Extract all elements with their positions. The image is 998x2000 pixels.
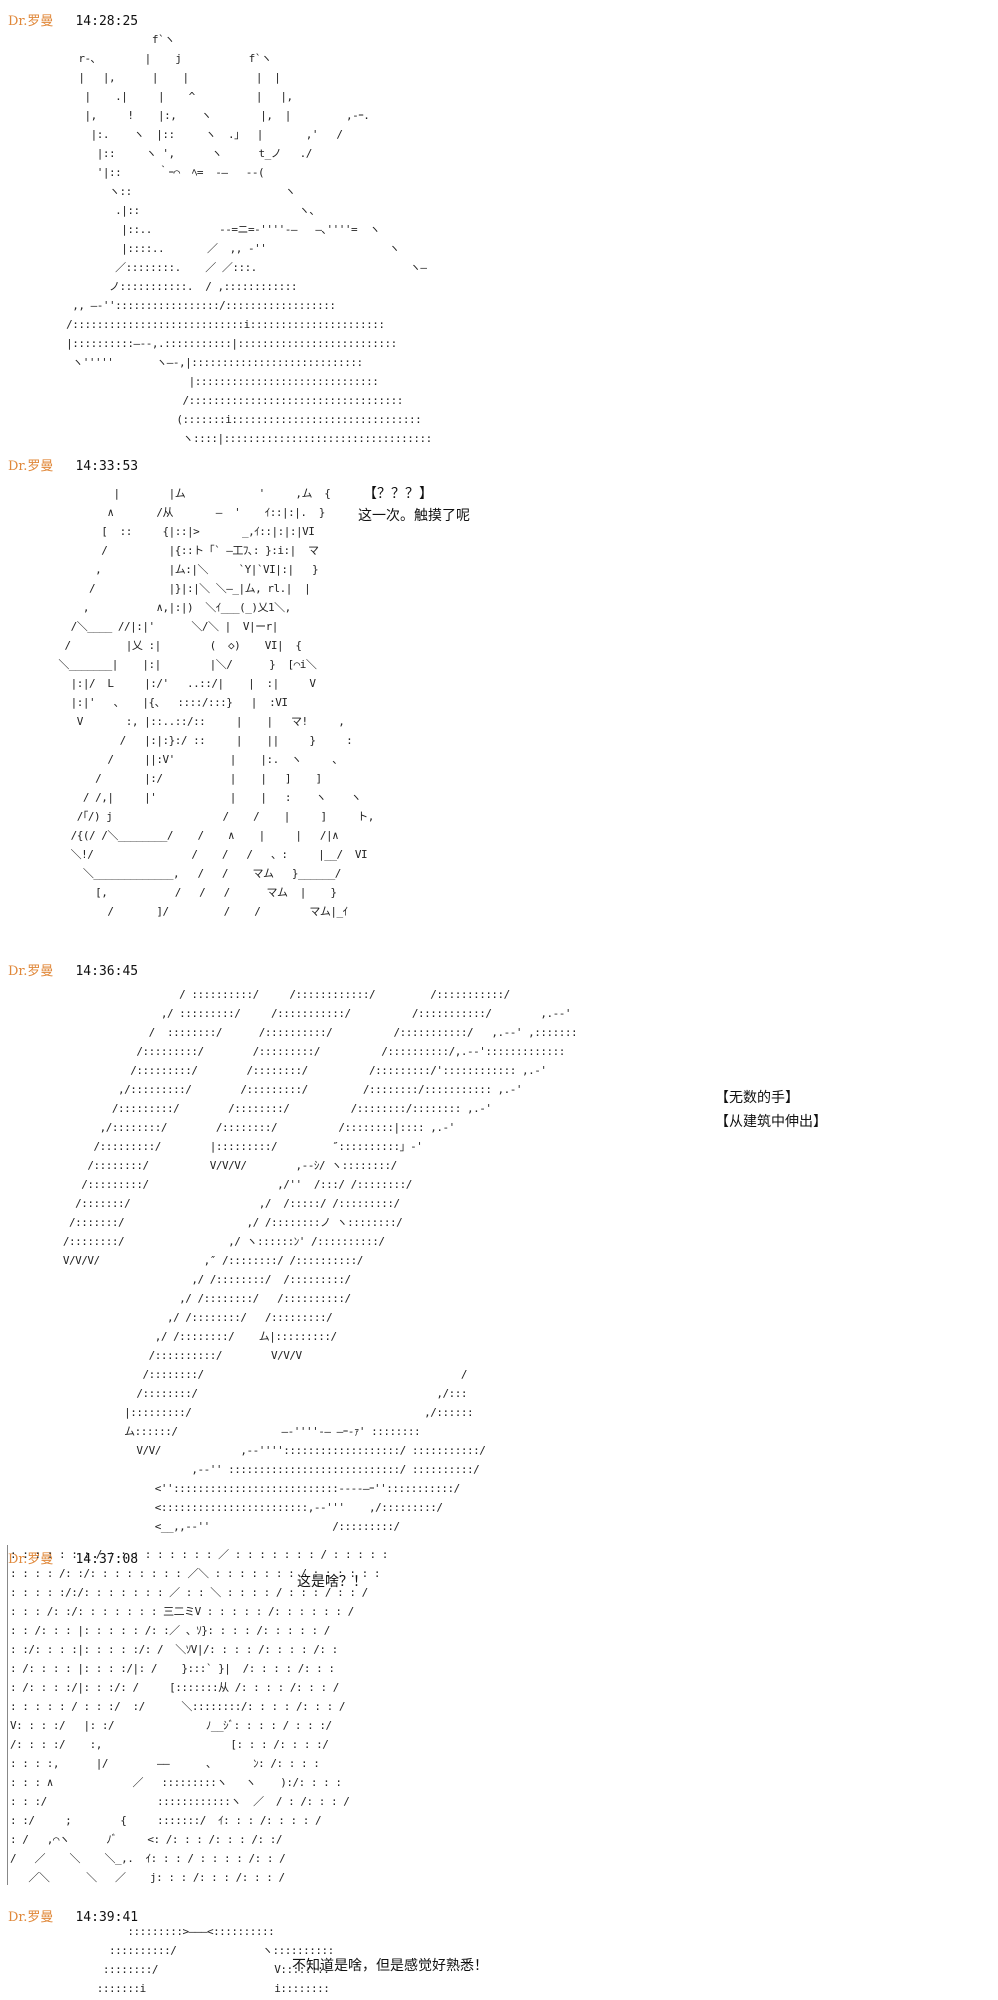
post-header: Dr.罗曼 14:37:08 — [8, 1548, 138, 1567]
ascii-art-hand: f`ヽ r‐､ | j f`ヽ | |, | | | | | .| | ^ | … — [66, 33, 432, 445]
ascii-art-scene: : : : : : : : / : : : : : : : : : ／ : : … — [10, 1548, 388, 1884]
caption-line: 这一次。触摸了呢 — [358, 508, 470, 524]
timestamp: 14:39:41 — [75, 1910, 139, 1925]
ascii-art-arch: :::::::::>―――<:::::::::: ::::::::::/ ヽ::… — [96, 1925, 335, 1995]
caption-line: 不知道是啥，但是感觉好熟悉！ — [292, 1958, 488, 1974]
post-header: Dr.罗曼 14:39:41 — [8, 1906, 138, 1925]
post-header: Dr.罗曼 14:36:45 — [8, 960, 138, 979]
timestamp: 14:36:45 — [75, 964, 139, 979]
author-name[interactable]: Dr.罗曼 — [8, 459, 54, 474]
author-name[interactable]: Dr.罗曼 — [8, 14, 54, 29]
author-name[interactable]: Dr.罗曼 — [8, 1910, 54, 1925]
caption-label: 【？？？】 — [363, 486, 433, 502]
ascii-art-figure: | |ム ' ,ム { ∧ /从 ― ' ｲ::|:|. } [ :: {|::… — [58, 487, 374, 918]
author-name[interactable]: Dr.罗曼 — [8, 1552, 54, 1567]
post-header: Dr.罗曼 14:33:53 — [8, 455, 138, 474]
timestamp: 14:37:08 — [75, 1552, 139, 1567]
timestamp: 14:28:25 — [75, 14, 139, 29]
caption-line: 这是啥？！ — [297, 1574, 367, 1590]
post-header: Dr.罗曼 14:28:25 — [8, 10, 138, 29]
caption-label: 【从建筑中伸出】 — [715, 1114, 827, 1130]
author-name[interactable]: Dr.罗曼 — [8, 964, 54, 979]
art-frame-line — [7, 1545, 8, 1885]
ascii-art-hands: / ::::::::::/ /::::::::::::/ /::::::::::… — [62, 988, 578, 1533]
timestamp: 14:33:53 — [75, 459, 139, 474]
caption-label: 【无数的手】 — [715, 1090, 799, 1106]
